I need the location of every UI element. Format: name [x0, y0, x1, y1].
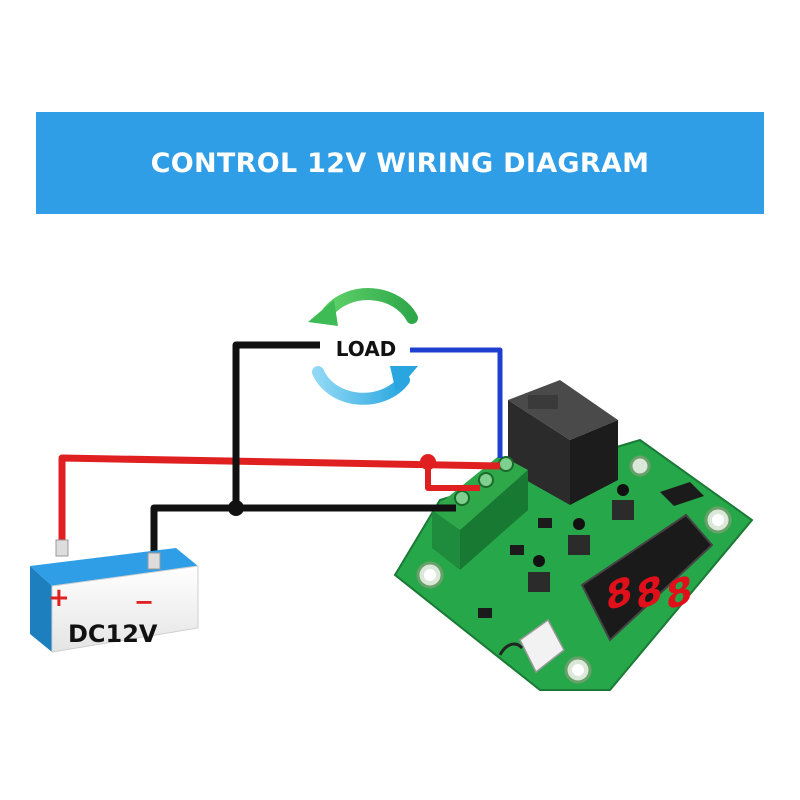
display-digit-3: 8 [666, 567, 692, 620]
cycle-arrow-green [322, 288, 418, 324]
arrow-head-green [308, 300, 338, 326]
push-button-1 [612, 484, 634, 520]
load-supply-wire [410, 347, 503, 458]
load-label: LOAD [336, 337, 397, 361]
battery-negative-terminal [147, 552, 161, 570]
push-button-2 [568, 518, 590, 555]
negative-wire [150, 504, 456, 562]
junction-dot [228, 500, 244, 516]
load-return-wire [232, 341, 320, 508]
battery-positive-terminal [55, 539, 69, 557]
smd-component [538, 518, 552, 528]
positive-wire-branch [425, 462, 480, 491]
led-display: 8 8 8 [580, 513, 714, 642]
battery-label: DC12V [68, 620, 158, 648]
mount-hole-1 [416, 561, 444, 589]
battery-minus-sign: − [134, 588, 154, 616]
smd-component [510, 545, 524, 555]
display-digit-2: 8 [636, 567, 662, 620]
load-symbol: LOAD [308, 288, 418, 405]
battery: + − DC12V [30, 539, 199, 653]
junction-dot [420, 454, 436, 470]
smd-component [478, 608, 492, 618]
mount-hole-3 [564, 656, 592, 684]
thermostat-board: 8 8 8 [393, 380, 754, 691]
title-banner: CONTROL 12V WIRING DIAGRAM [36, 112, 764, 214]
push-button-3 [528, 555, 550, 592]
ic-chip [660, 482, 704, 506]
cycle-arrow-blue [312, 366, 410, 405]
positive-wire [58, 454, 501, 548]
relay [508, 380, 618, 505]
mount-hole-2 [704, 506, 732, 534]
wires [58, 341, 503, 562]
display-digit-1: 8 [606, 568, 632, 621]
arrow-head-blue [390, 366, 418, 392]
mount-hole-4 [629, 455, 651, 477]
sensor-connector [498, 618, 565, 674]
banner-title: CONTROL 12V WIRING DIAGRAM [150, 147, 650, 179]
battery-plus-sign: + [48, 583, 70, 613]
